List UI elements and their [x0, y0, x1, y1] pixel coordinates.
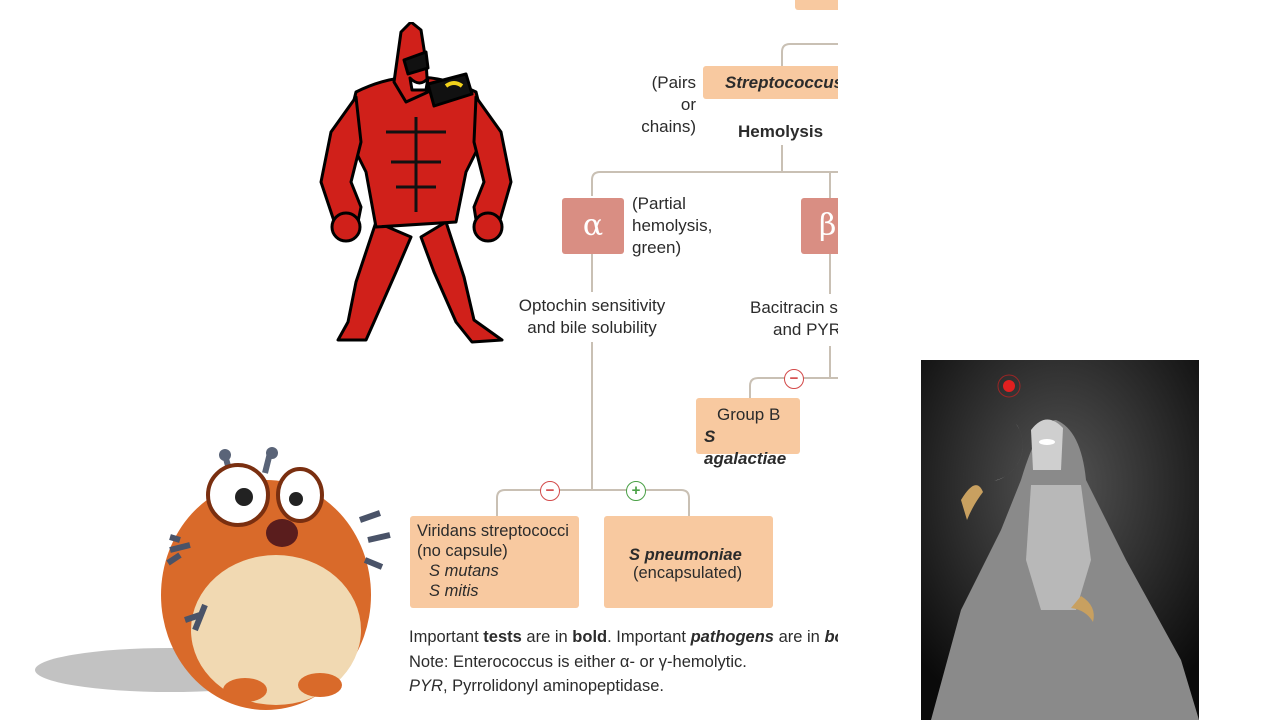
legend-a8: bol — [824, 628, 838, 646]
furry-monster-illustration — [35, 447, 391, 710]
top-partial-box — [795, 0, 838, 10]
legend-line2: Note: Enterococcus is either α- or γ-hem… — [409, 653, 747, 671]
group-b-line2: S agalactiae — [704, 427, 787, 468]
legend-a3: are in — [521, 628, 573, 646]
beta-box: β — [801, 198, 838, 254]
alpha-box: α — [562, 198, 624, 254]
legend-c1: PYR — [409, 677, 443, 695]
alpha-test: Optochin sensitivity and bile solubility — [512, 295, 672, 339]
streptococcus-box: Streptococcus — [703, 66, 838, 99]
alpha-test-line1: Optochin sensitivity — [518, 296, 666, 315]
pairs-note: (Pairs or chains) — [632, 72, 696, 138]
pairs-note-line1: (Pairs or — [651, 73, 696, 114]
connector-lines — [496, 2, 838, 516]
hemolysis-label: Hemolysis — [738, 122, 824, 141]
group-b-line1: Group B — [717, 405, 781, 424]
legend-line1: Important tests are in bold. Important p… — [409, 626, 838, 648]
legend-a7: are in — [773, 628, 825, 646]
beta-minus-sign: − — [784, 369, 804, 389]
beta-test-line2: and PYR — [773, 320, 838, 339]
group-b-box: Group B S agalactiae — [696, 398, 800, 468]
pneumoniae-box: S pneumoniae (encapsulated) — [604, 516, 773, 608]
legend-a1: Important — [409, 628, 484, 646]
legend-c2: , Pyrrolidonyl aminopeptidase. — [442, 677, 664, 695]
red-superhero-illustration — [319, 22, 513, 344]
alpha-note-line1: (Partial — [632, 194, 686, 213]
viridans-line4: S mitis — [429, 582, 479, 600]
legend-a6: pathogens — [690, 628, 774, 646]
pneumoniae-line1: S pneumoniae — [629, 546, 742, 564]
viridans-box: Viridans streptococci (no capsule) S mut… — [410, 516, 579, 608]
viridans-line2: (no capsule) — [417, 542, 508, 560]
viridans-line1: Viridans streptococci — [417, 522, 569, 540]
moon-knight-photo — [921, 360, 1199, 720]
alpha-plus-sign: + — [626, 481, 646, 501]
viridans-text: Viridans streptococci (no capsule) S mut… — [417, 521, 569, 601]
beta-test: Bacitracin s and PYR — [750, 297, 838, 341]
alpha-note: (Partial hemolysis, green) — [632, 193, 712, 259]
streptococcus-flowchart: (Pairs or chains) Streptococcus Hemolysi… — [409, 0, 838, 697]
streptococcus-label: Streptococcus — [725, 73, 838, 92]
beta-test-line1: Bacitracin s — [750, 298, 838, 317]
alpha-note-line3: green) — [632, 238, 682, 257]
moon-knight-figure — [921, 360, 1199, 720]
alpha-test-line2: and bile solubility — [527, 318, 657, 337]
pairs-note-line2: chains) — [641, 117, 696, 136]
viridans-line3: S mutans — [429, 562, 499, 580]
alpha-note-line2: hemolysis, — [632, 216, 713, 235]
pneumoniae-line2: (encapsulated) — [633, 564, 743, 582]
alpha-minus-sign: − — [540, 481, 560, 501]
legend-a5: . Important — [607, 628, 691, 646]
legend-a2: tests — [483, 628, 522, 646]
legend-a4: bold — [572, 628, 608, 646]
legend-line3: PYR, Pyrrolidonyl aminopeptidase. — [409, 675, 664, 697]
